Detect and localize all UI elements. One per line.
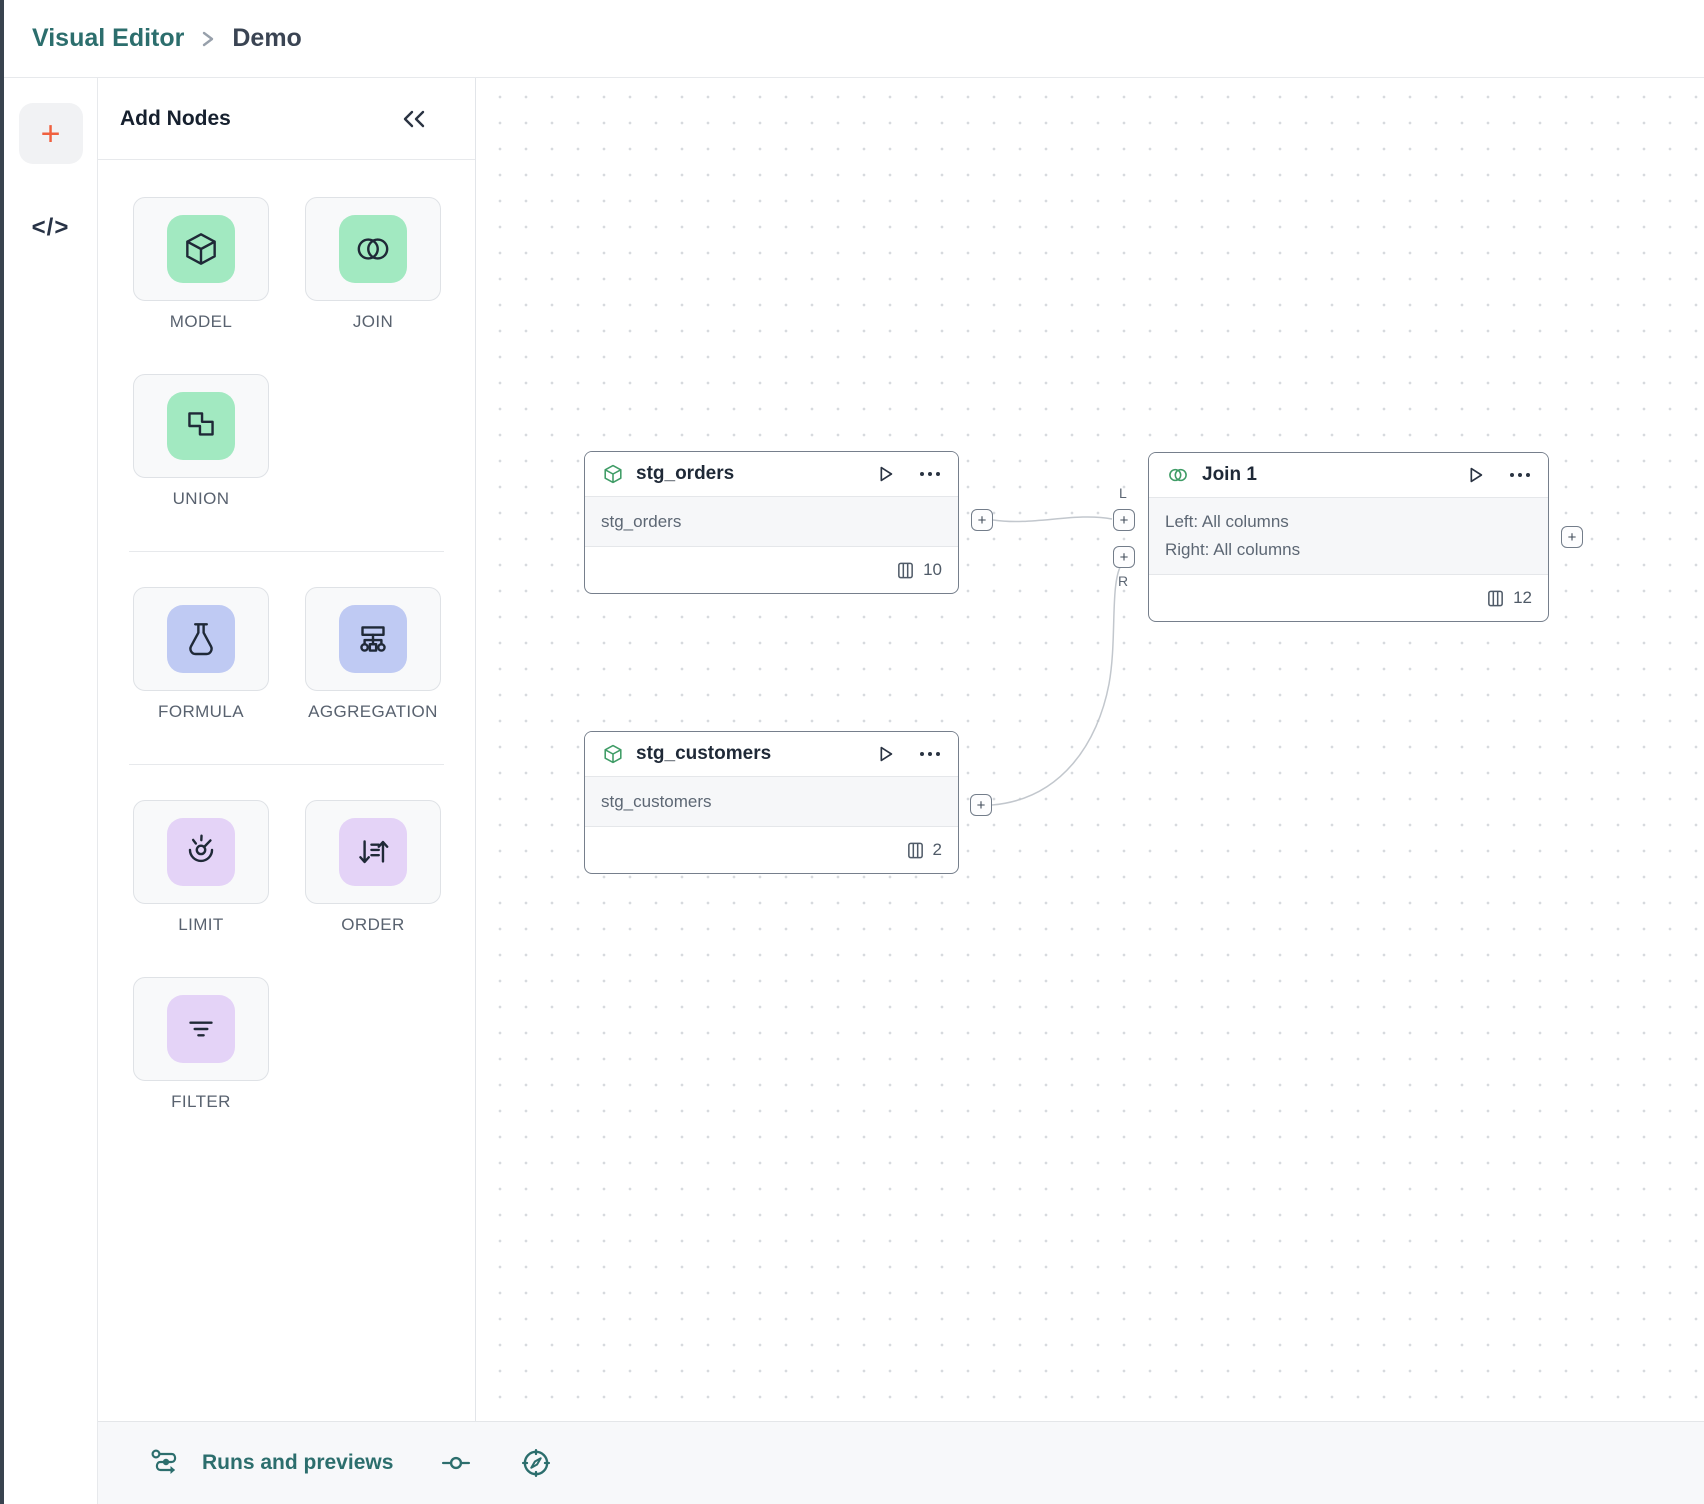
port-join-right-input[interactable]: + bbox=[1113, 546, 1135, 568]
join-right-summary: Right: All columns bbox=[1165, 540, 1301, 559]
breadcrumb-root[interactable]: Visual Editor bbox=[32, 24, 185, 52]
window-edge bbox=[0, 0, 4, 1504]
tile-aggregation[interactable]: AGGREGATION bbox=[305, 587, 441, 722]
tile-label: ORDER bbox=[341, 915, 405, 934]
tile-label: AGGREGATION bbox=[308, 702, 438, 721]
columns-count: 12 bbox=[1513, 588, 1532, 607]
run-node-icon[interactable] bbox=[874, 743, 896, 765]
more-options-icon[interactable] bbox=[1508, 464, 1532, 486]
add-node-button[interactable]: + bbox=[18, 103, 83, 164]
runs-icon bbox=[151, 1449, 177, 1474]
node-stg-customers[interactable]: stg_customers stg_customers bbox=[584, 731, 959, 874]
port-stg-customers-output[interactable]: + bbox=[970, 794, 992, 816]
columns-count: 10 bbox=[923, 560, 942, 579]
runs-and-previews-button[interactable]: Runs and previews bbox=[202, 1451, 394, 1474]
tile-label: FORMULA bbox=[158, 702, 244, 721]
flow-canvas[interactable]: stg_orders stg_orders 10 bbox=[477, 78, 1704, 1421]
node-subtitle: stg_orders bbox=[601, 511, 682, 531]
node-title: stg_orders bbox=[636, 463, 735, 484]
tile-label: UNION bbox=[172, 489, 230, 508]
flask-icon bbox=[189, 623, 213, 656]
port-join-output[interactable]: + bbox=[1561, 526, 1583, 548]
tile-model[interactable]: MODEL bbox=[133, 197, 269, 332]
panel-divider bbox=[129, 764, 444, 765]
columns-icon bbox=[907, 842, 923, 858]
cube-icon bbox=[186, 233, 216, 265]
tile-join[interactable]: JOIN bbox=[305, 197, 441, 332]
top-header: Visual Editor Demo bbox=[4, 0, 1704, 78]
left-rail: + </> bbox=[4, 78, 98, 1504]
join-right-port-label: R bbox=[1118, 573, 1129, 589]
node-title: Join 1 bbox=[1202, 464, 1257, 485]
plus-icon: + bbox=[40, 114, 61, 153]
add-nodes-panel: Add Nodes MODEL bbox=[98, 78, 476, 1421]
join-left-port-label: L bbox=[1119, 485, 1127, 501]
panel-title: Add Nodes bbox=[120, 106, 231, 130]
union-icon bbox=[188, 412, 214, 436]
node-stg-orders[interactable]: stg_orders stg_orders 10 bbox=[584, 451, 959, 594]
tile-union[interactable]: UNION bbox=[133, 374, 269, 509]
join-icon bbox=[1169, 468, 1187, 482]
bottom-bar: Runs and previews bbox=[98, 1421, 1704, 1504]
tile-filter[interactable]: FILTER bbox=[133, 977, 269, 1112]
tile-label: JOIN bbox=[352, 312, 394, 331]
columns-count: 2 bbox=[932, 840, 942, 859]
port-stg-orders-output[interactable]: + bbox=[971, 509, 993, 531]
panel-divider bbox=[129, 551, 444, 552]
tile-label: MODEL bbox=[169, 312, 233, 331]
node-subtitle: stg_customers bbox=[601, 791, 712, 811]
node-join-1[interactable]: Join 1 Left: All columns Right: All colu… bbox=[1148, 452, 1549, 622]
breadcrumb-current: Demo bbox=[232, 24, 302, 52]
tile-label: FILTER bbox=[171, 1092, 231, 1111]
tile-label: LIMIT bbox=[178, 915, 224, 934]
run-node-icon[interactable] bbox=[1464, 464, 1486, 486]
compass-icon[interactable] bbox=[521, 1448, 551, 1478]
columns-icon bbox=[1488, 590, 1503, 606]
sort-icon bbox=[359, 840, 389, 864]
aggregation-icon bbox=[360, 626, 386, 652]
run-node-icon[interactable] bbox=[874, 463, 896, 485]
more-options-icon[interactable] bbox=[918, 463, 942, 485]
chevron-right-icon bbox=[200, 27, 216, 51]
cube-icon bbox=[604, 464, 622, 484]
join-left-summary: Left: All columns bbox=[1165, 512, 1289, 531]
collapse-panel-icon[interactable] bbox=[401, 109, 427, 129]
filter-icon bbox=[189, 1021, 213, 1037]
columns-icon bbox=[898, 562, 913, 578]
tile-order[interactable]: ORDER bbox=[305, 800, 441, 935]
port-join-left-input[interactable]: + bbox=[1113, 509, 1135, 531]
cube-icon bbox=[604, 744, 622, 764]
commit-icon[interactable] bbox=[441, 1450, 471, 1476]
tile-limit[interactable]: LIMIT bbox=[133, 800, 269, 935]
gauge-icon bbox=[188, 834, 214, 863]
node-title: stg_customers bbox=[636, 743, 772, 764]
join-icon bbox=[357, 238, 389, 260]
tile-formula[interactable]: FORMULA bbox=[133, 587, 269, 722]
code-view-button[interactable]: </> bbox=[31, 214, 70, 241]
more-options-icon[interactable] bbox=[918, 743, 942, 765]
